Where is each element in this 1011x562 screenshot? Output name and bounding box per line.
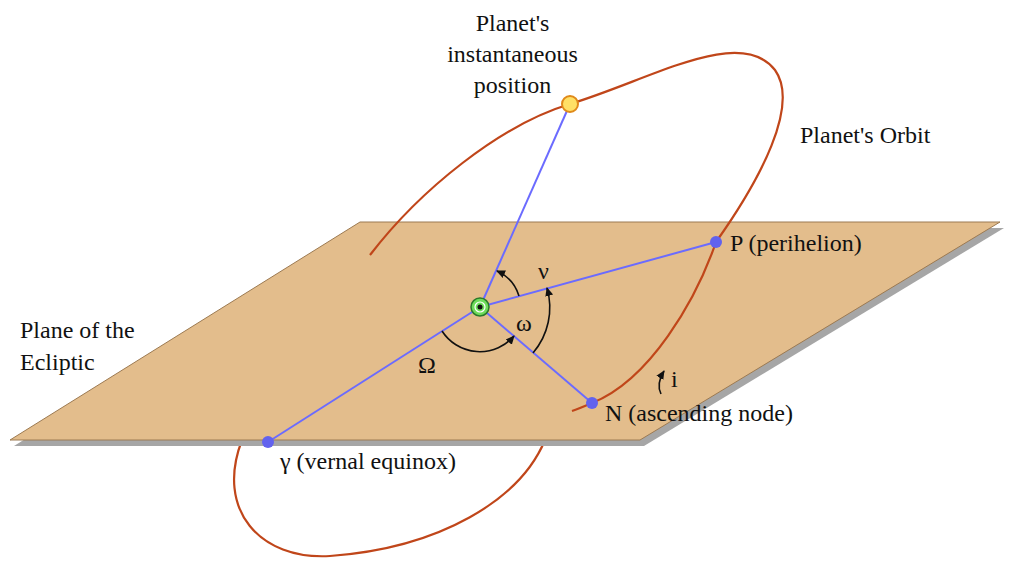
angle-symbol: Ω: [418, 350, 436, 380]
node-line: [480, 307, 592, 403]
perihelion-label: P (perihelion): [730, 228, 862, 258]
planet-line: [480, 104, 570, 307]
plane-label: Plane of the Ecliptic: [20, 314, 170, 378]
ecliptic-plane: [10, 222, 1000, 440]
node-label: N (ascending node): [605, 398, 793, 428]
orbit-upper-arc: [370, 53, 783, 411]
planet-dot: [562, 96, 578, 112]
planet-label: Planet's instantaneous position: [420, 8, 605, 101]
sun-symbol: [471, 298, 489, 316]
angle-symbol: i: [671, 364, 678, 394]
orbit-lower-arc: [234, 440, 545, 556]
equinox-dot: [262, 436, 274, 448]
sun-center: [478, 305, 483, 310]
perihelion-dot: [710, 236, 722, 248]
angle-symbol: ν: [538, 256, 549, 286]
sun-ring: [475, 302, 485, 312]
argument-periapsis-arc: [533, 288, 550, 353]
inclination-arrow: [659, 371, 664, 394]
orbit-label: Planet's Orbit: [800, 120, 930, 150]
node-dot: [586, 397, 598, 409]
longitude-node-arc: [442, 331, 514, 352]
equinox-label: γ (vernal equinox): [280, 446, 456, 476]
true-anomaly-arc: [497, 271, 519, 296]
angle-symbol: ω: [516, 308, 532, 338]
equinox-line: [268, 307, 480, 442]
perihelion-line: [480, 242, 716, 307]
